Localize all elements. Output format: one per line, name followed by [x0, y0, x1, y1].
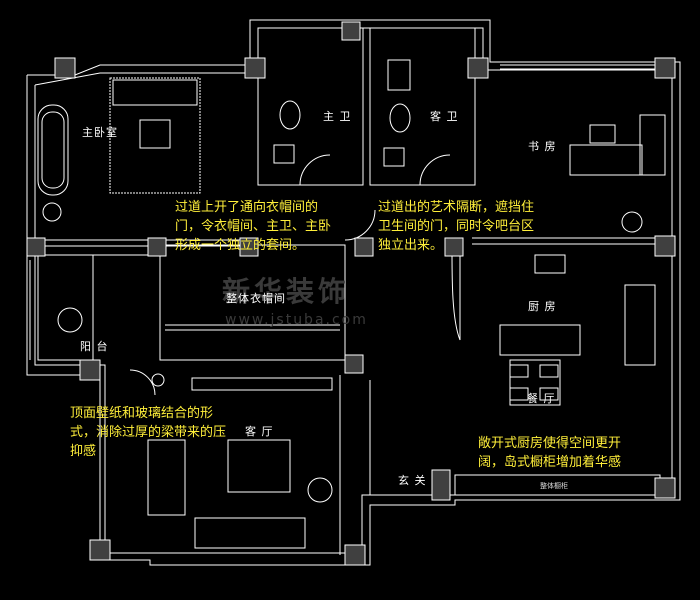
- toilet: [279, 100, 301, 130]
- master-bath-wall: [257, 27, 364, 186]
- room-label-kitchen: 厨 房: [528, 300, 557, 313]
- annotation-line: 敞开式厨房使得空间更开: [478, 436, 622, 451]
- island: [499, 324, 581, 356]
- tv-bench: [194, 517, 306, 549]
- room-label-living: 客 厅: [245, 425, 274, 438]
- bed: [109, 77, 201, 194]
- annotation-line: 顶面壁纸和玻璃结合的形: [70, 406, 214, 421]
- annotation-line: 式，消除过厚的梁带来的压: [70, 425, 227, 440]
- plant-icon: [42, 202, 62, 222]
- bathtub: [37, 104, 69, 196]
- watermark-url: www.jstuba.com: [225, 312, 368, 328]
- annotation-partition: 过道出的艺术隔断，遮挡住 卫生间的门，同时令吧台区 独立出来。: [378, 198, 534, 255]
- door-arc: [299, 154, 331, 186]
- study-desk: [569, 144, 643, 176]
- annotation-corridor: 过道上开了通向衣帽间的 门，令衣帽间、主卫、主卧 形成一个独立的套间。: [175, 198, 331, 255]
- room-label-guest-bath: 客 卫: [430, 110, 459, 123]
- annotation-line: 卫生间的门，同时令吧台区: [378, 219, 535, 234]
- inner-wall: [34, 27, 673, 554]
- sofa: [147, 439, 186, 516]
- annotation-kitchen: 敞开式厨房使得空间更开 阔，岛式橱柜增加着华感: [478, 434, 621, 472]
- balcony-frame: [37, 254, 94, 361]
- column: [54, 57, 76, 79]
- coffee-table: [227, 439, 291, 493]
- annotation-line: 过道出的艺术隔断，遮挡住: [378, 200, 535, 215]
- room-label-master-bedroom: 主卧室: [82, 126, 118, 139]
- room-label-study: 书 房: [528, 140, 557, 153]
- outer-wall: [26, 19, 681, 566]
- annotation-line: 阔，岛式橱柜增加着华感: [478, 455, 622, 470]
- watermark: 新华装饰: [222, 275, 351, 308]
- annotation-line: 门，令衣帽间、主卫、主卧: [175, 219, 332, 234]
- kitchen-counter: [624, 284, 656, 366]
- guest-bath-wall: [369, 27, 476, 186]
- cabinet-label: 整体橱柜: [540, 482, 568, 490]
- annotation-line: 过道上开了通向衣帽间的: [175, 200, 319, 215]
- room-label-walk-in-closet: 整体衣帽间: [226, 292, 286, 305]
- annotation-line: 抑感: [70, 444, 97, 459]
- room-label-entrance: 玄 关: [398, 474, 427, 487]
- room-label-balcony: 阳 台: [80, 340, 109, 353]
- annotation-line: 形成一个独立的套间。: [175, 238, 306, 253]
- annotation-line: 独立出来。: [378, 238, 444, 253]
- annotation-ceiling: 顶面壁纸和玻璃结合的形 式，消除过厚的梁带来的压 抑感: [70, 404, 226, 461]
- room-label-master-bath: 主 卫: [323, 110, 352, 123]
- room-label-dining: 餐 厅: [527, 392, 556, 405]
